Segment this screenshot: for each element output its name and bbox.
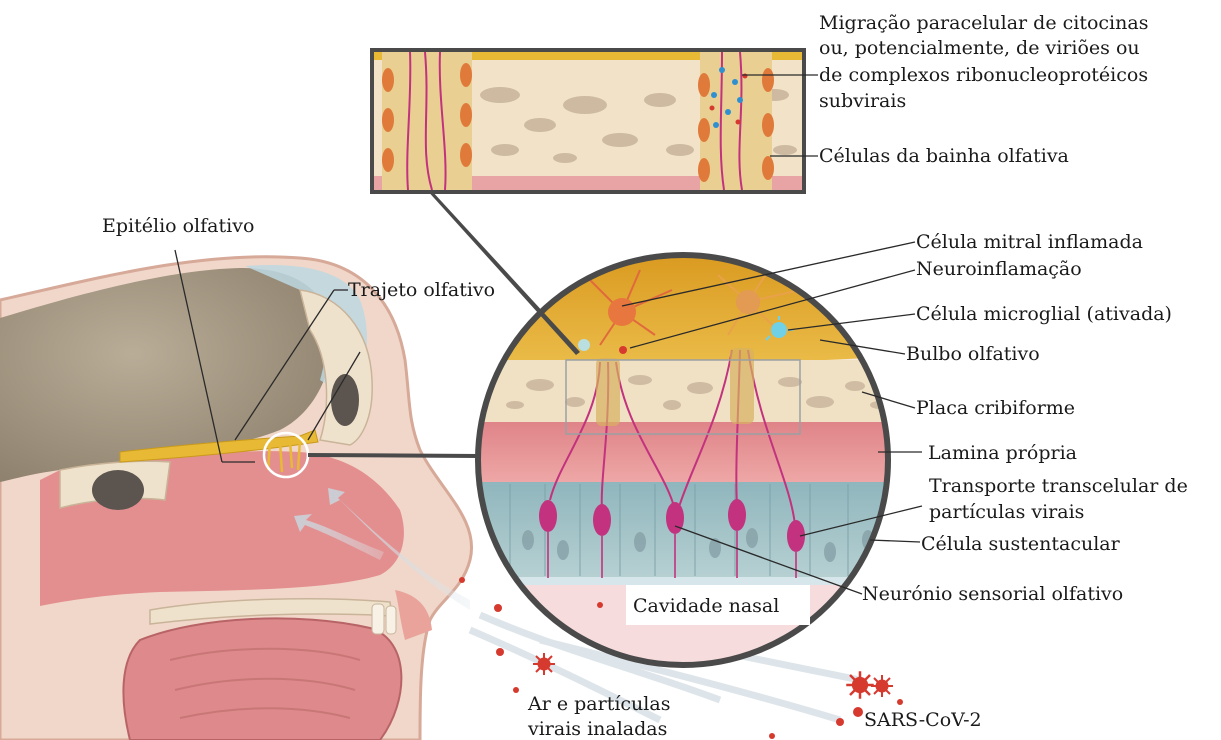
- sphenoid-sinus: [92, 470, 144, 510]
- frontal-sinus: [331, 374, 359, 426]
- transcellular-transport-label-line1: Transporte transcelular de: [929, 475, 1188, 497]
- inhaled-air-label-line2: virais inaladas: [527, 718, 667, 740]
- tooth: [372, 604, 384, 634]
- microglial-cell-label: Célula microglial (ativada): [916, 303, 1172, 325]
- zoom-panel: [370, 48, 806, 194]
- migration-label-line2: ou, potencialmente, de viriões ou: [819, 37, 1140, 59]
- cribriform-plate-layer: [470, 360, 900, 422]
- migration-label-line4: subvirais: [819, 90, 906, 112]
- mitral-cell-label: Célula mitral inflamada: [916, 231, 1143, 253]
- virus-icon: [846, 671, 874, 699]
- sustentacular-cell-label: Célula sustentacular: [921, 533, 1121, 555]
- cribriform-plate-label: Placa cribiforme: [916, 397, 1075, 419]
- sensory-neuron-label: Neurónio sensorial olfativo: [862, 583, 1123, 605]
- activated-microglia: [771, 322, 787, 338]
- microglia: [578, 339, 590, 351]
- inflammation-particle: [619, 346, 627, 354]
- transcellular-transport-label-line2: partículas virais: [929, 501, 1084, 523]
- mitral-cell-body: [736, 290, 760, 314]
- migration-label-line1: Migração paracelular de citocinas: [819, 12, 1148, 34]
- head-cross-section: [0, 257, 472, 740]
- sheath-cells-label: Células da bainha olfativa: [819, 145, 1069, 167]
- olfactory-epithelium-label: Epitélio olfativo: [102, 215, 254, 237]
- inflamed-mitral-cell-body: [608, 298, 636, 326]
- tooth: [386, 606, 396, 634]
- lamina-propria-label: Lamina própria: [928, 442, 1077, 464]
- sars-cov-2-label: SARS-CoV-2: [864, 709, 982, 731]
- neuroinflammation-label: Neuroinflamação: [916, 258, 1082, 280]
- olfactory-bulb-label: Bulbo olfativo: [906, 343, 1040, 365]
- nasal-cavity-label: Cavidade nasal: [633, 595, 779, 617]
- migration-label-line3: de complexos ribonucleoprotéicos: [819, 64, 1148, 86]
- olfactory-tract-label: Trajeto olfativo: [348, 279, 495, 301]
- inhaled-air-label-line1: Ar e partículas: [527, 693, 670, 715]
- lamina-propria-layer: [470, 422, 900, 482]
